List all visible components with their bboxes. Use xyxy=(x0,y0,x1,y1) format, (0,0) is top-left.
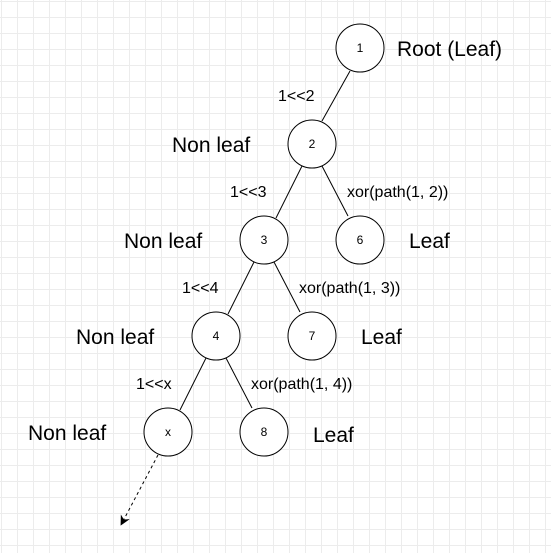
node-2-label: 2 xyxy=(309,137,316,151)
edge-label-1-2: 1<<2 xyxy=(278,88,315,105)
edge-label-2-6: xor(path(1, 2)) xyxy=(347,184,448,201)
node-6-label: 6 xyxy=(357,233,364,247)
edge-3-4 xyxy=(227,261,255,315)
node-8: 8 xyxy=(239,407,289,457)
edge-2-3 xyxy=(275,165,303,219)
non-leaf-label-2: Non leaf xyxy=(172,134,250,157)
node-1: 1 xyxy=(335,23,385,73)
edge-4-8 xyxy=(225,357,253,409)
leaf-label-7: Leaf xyxy=(361,326,402,349)
non-leaf-label-4: Non leaf xyxy=(76,326,154,349)
node-4-label: 4 xyxy=(213,329,220,343)
edge-3-7 xyxy=(273,261,301,313)
node-6: 6 xyxy=(335,215,385,265)
non-leaf-label-x: Non leaf xyxy=(28,422,106,445)
edge-label-2-3: 1<<3 xyxy=(230,184,267,201)
node-x: x xyxy=(143,407,193,457)
edge-2-6 xyxy=(321,165,349,217)
node-1-label: 1 xyxy=(357,41,364,55)
root-label: Root (Leaf) xyxy=(397,38,502,61)
edge-label-3-7: xor(path(1, 3)) xyxy=(299,280,400,297)
node-x-label: x xyxy=(165,425,171,439)
node-2: 2 xyxy=(287,119,337,169)
edge-label-4-8: xor(path(1, 4)) xyxy=(251,376,352,393)
edge-4-x xyxy=(179,357,207,411)
dashed-arrow xyxy=(120,454,159,526)
node-7: 7 xyxy=(287,311,337,361)
node-7-label: 7 xyxy=(309,329,316,343)
node-4: 4 xyxy=(191,311,241,361)
non-leaf-label-3: Non leaf xyxy=(124,230,202,253)
leaf-label-8: Leaf xyxy=(313,424,354,447)
leaf-label-6: Leaf xyxy=(409,230,450,253)
edge-label-4-x: 1<<x xyxy=(136,376,172,393)
node-8-label: 8 xyxy=(261,425,268,439)
edge-label-3-4: 1<<4 xyxy=(182,280,219,297)
edge-1-2 xyxy=(321,70,351,122)
node-3-label: 3 xyxy=(261,233,268,247)
node-3: 3 xyxy=(239,215,289,265)
